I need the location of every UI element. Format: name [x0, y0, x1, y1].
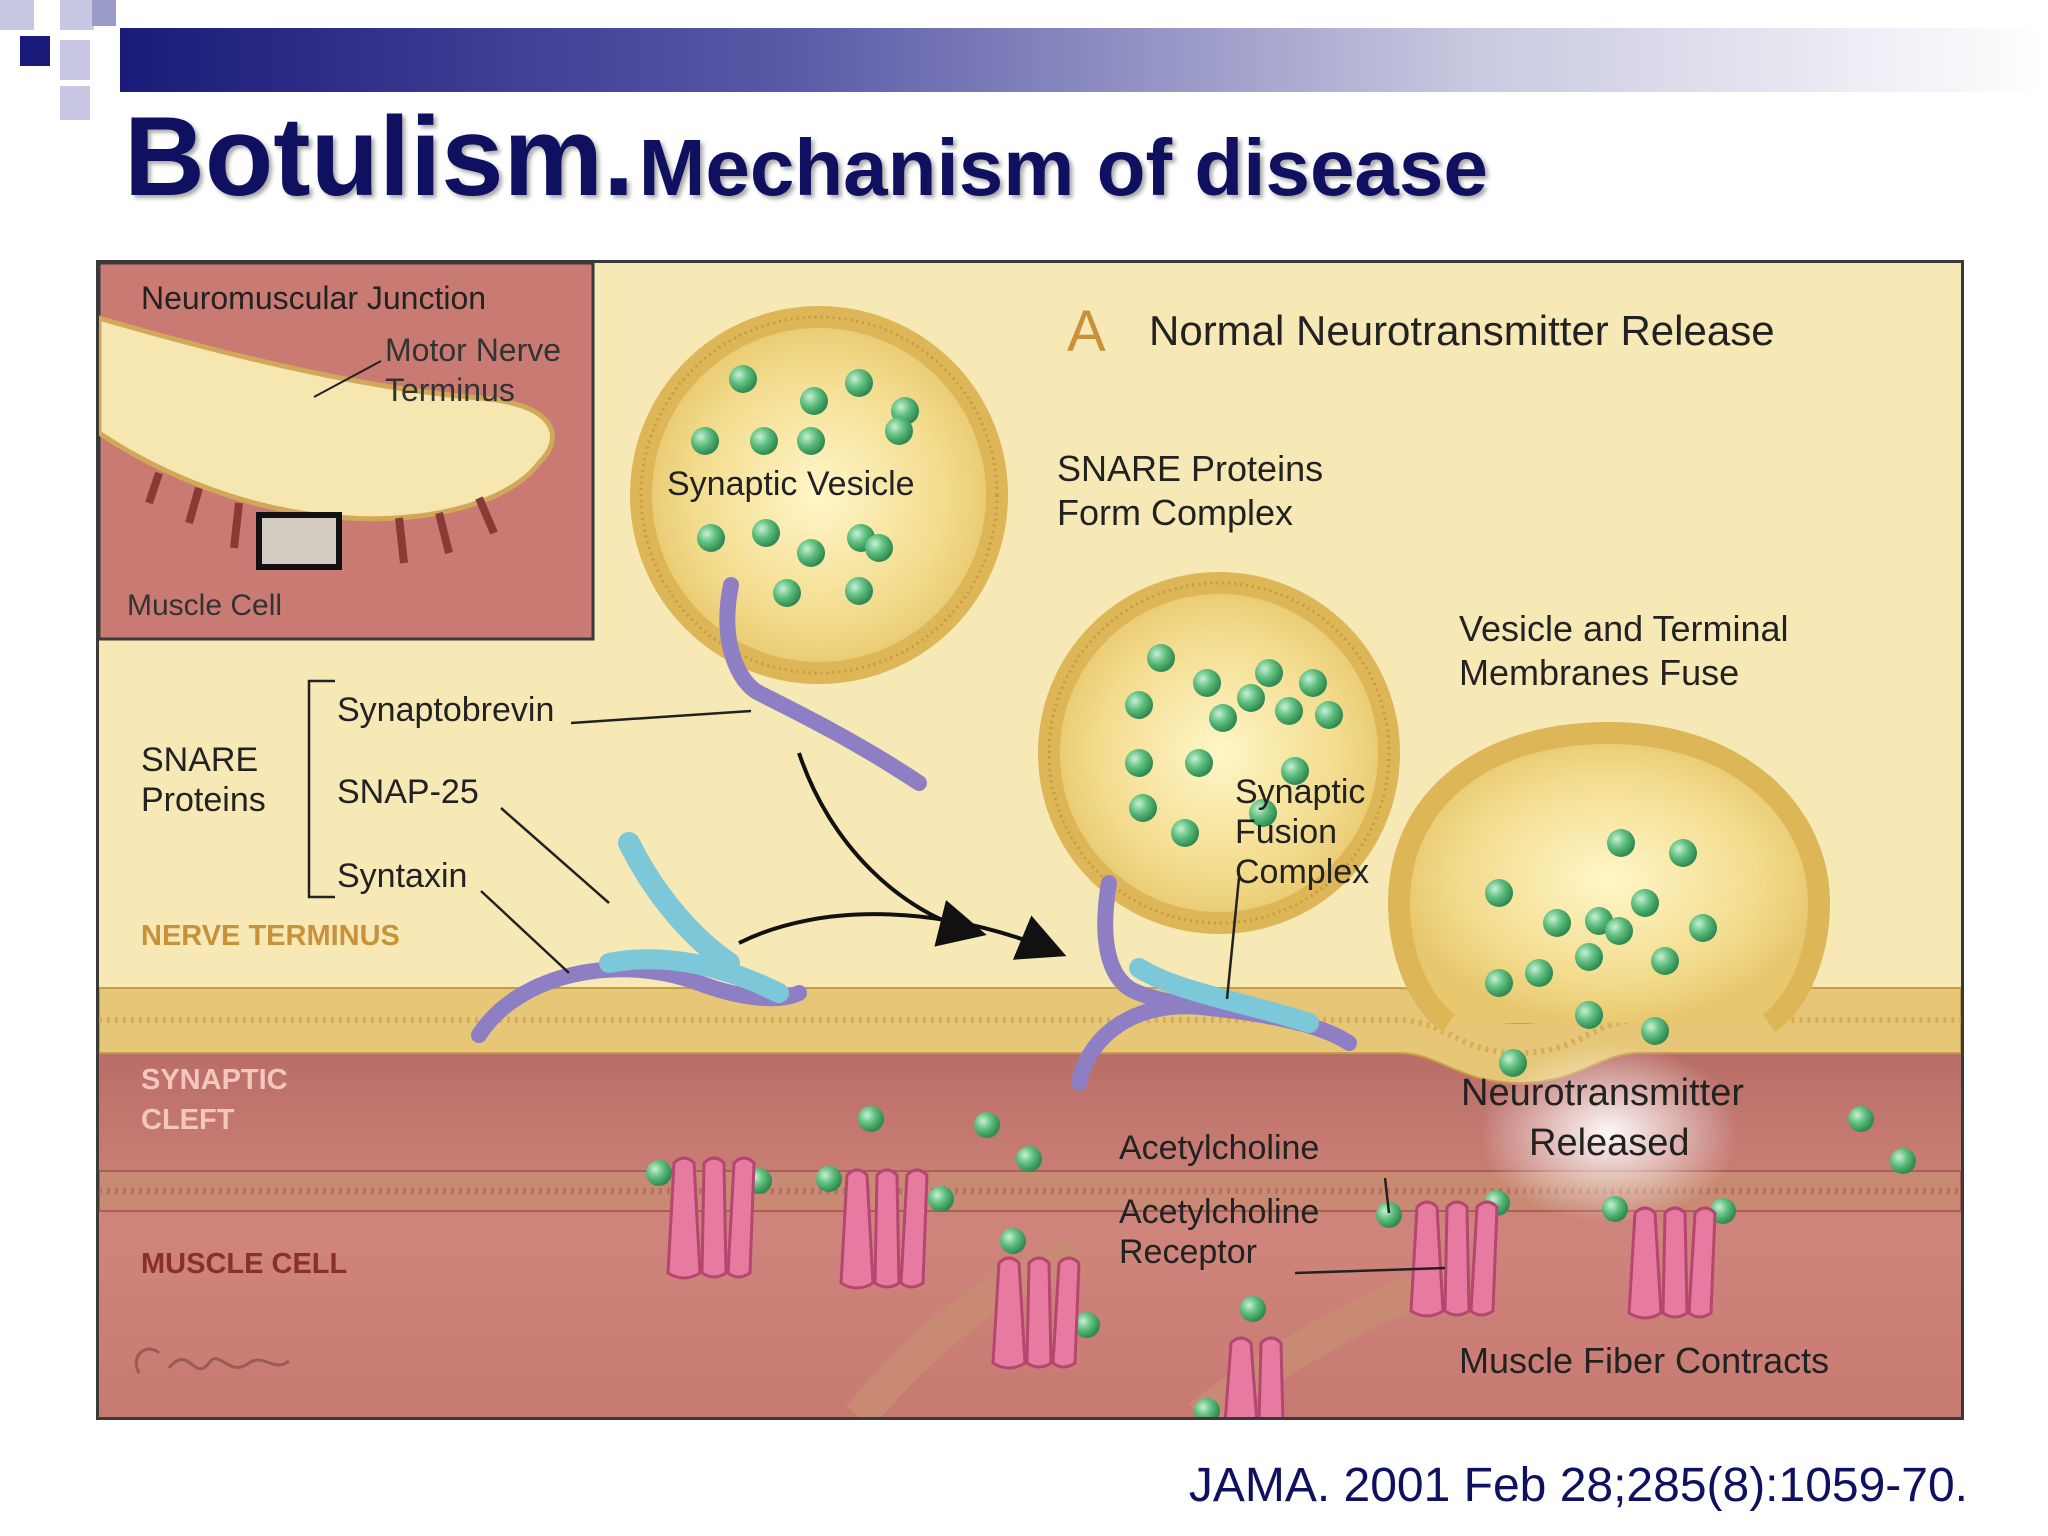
label-syntaxin: Syntaxin — [337, 857, 467, 895]
label-contracts: Muscle Fiber Contracts — [1459, 1340, 1829, 1381]
inset-nerve-label-2: Terminus — [385, 372, 515, 408]
decor-square — [60, 86, 90, 120]
label-fusion-3: Complex — [1235, 853, 1369, 891]
region-synaptic-cleft-2: CLEFT — [141, 1104, 235, 1136]
label-acetylcholine: Acetylcholine — [1119, 1129, 1319, 1167]
mechanism-figure: Neuromuscular Junction Motor Nerve Termi… — [96, 260, 1964, 1420]
label-synaptobrevin: Synaptobrevin — [337, 691, 554, 729]
label-snap25: SNAP-25 — [337, 773, 479, 811]
panel-letter: A — [1067, 299, 1106, 364]
label-released-2: Released — [1529, 1122, 1690, 1164]
label-fuse-2: Membranes Fuse — [1459, 652, 1739, 693]
decor-square — [60, 0, 94, 30]
decor-square — [92, 0, 116, 26]
figure-canvas: Neuromuscular Junction Motor Nerve Termi… — [99, 263, 1961, 1417]
label-complex-1: SNARE Proteins — [1057, 448, 1323, 489]
label-complex-2: Form Complex — [1057, 492, 1293, 533]
label-receptor-1: Acetylcholine — [1119, 1193, 1319, 1231]
snap25-helix — [599, 949, 789, 1003]
artist-signature — [135, 1347, 290, 1374]
inset-focus-box — [256, 512, 342, 570]
flow-arrow — [738, 912, 1067, 960]
snap25-strand — [618, 832, 740, 974]
region-synaptic-cleft-1: SYNAPTIC — [141, 1064, 288, 1096]
inset-title: Neuromuscular Junction — [141, 280, 486, 316]
leader-lines — [307, 679, 1446, 1275]
decor-square — [0, 0, 34, 30]
title-sub: Mechanism of disease — [638, 123, 1488, 212]
inset-neuromuscular-junction — [99, 263, 595, 641]
inset-muscle-label: Muscle Cell — [127, 589, 282, 622]
label-fusion-1: Synaptic — [1235, 773, 1365, 811]
header-gradient-bar — [120, 28, 2048, 92]
citation: JAMA. 2001 Feb 28;285(8):1059-70. — [1188, 1459, 1968, 1512]
title-main: Botulism. — [124, 94, 635, 219]
fusing-vesicle — [1387, 721, 1831, 1033]
flow-arrow — [797, 752, 987, 947]
label-fusion-2: Fusion — [1235, 813, 1337, 851]
label-released-1: Neurotransmitter — [1461, 1072, 1744, 1114]
synaptobrevin-strand — [719, 577, 927, 791]
label-fuse-1: Vesicle and Terminal — [1459, 608, 1789, 649]
decor-square — [60, 40, 90, 80]
acetylcholine-receptors — [666, 1156, 1717, 1417]
fusion-snap25 — [1129, 958, 1319, 1033]
slide-title: Botulism. Mechanism of disease — [124, 92, 1488, 221]
region-muscle-cell: MUSCLE CELL — [141, 1248, 347, 1280]
inset-nerve-label-1: Motor Nerve — [385, 332, 561, 368]
snare-proteins — [471, 577, 1357, 1091]
acetylcholine-molecules — [646, 365, 1916, 1417]
label-snare-1: SNARE — [141, 741, 258, 779]
region-nerve-terminus: NERVE TERMINUS — [141, 920, 400, 952]
label-receptor-2: Receptor — [1119, 1233, 1257, 1271]
decor-square — [20, 36, 50, 66]
label-synaptic-vesicle: Synaptic Vesicle — [667, 465, 915, 503]
label-snare-2: Proteins — [141, 781, 266, 819]
panel-title: Normal Neurotransmitter Release — [1149, 307, 1775, 354]
release-glow — [1479, 1043, 1739, 1223]
